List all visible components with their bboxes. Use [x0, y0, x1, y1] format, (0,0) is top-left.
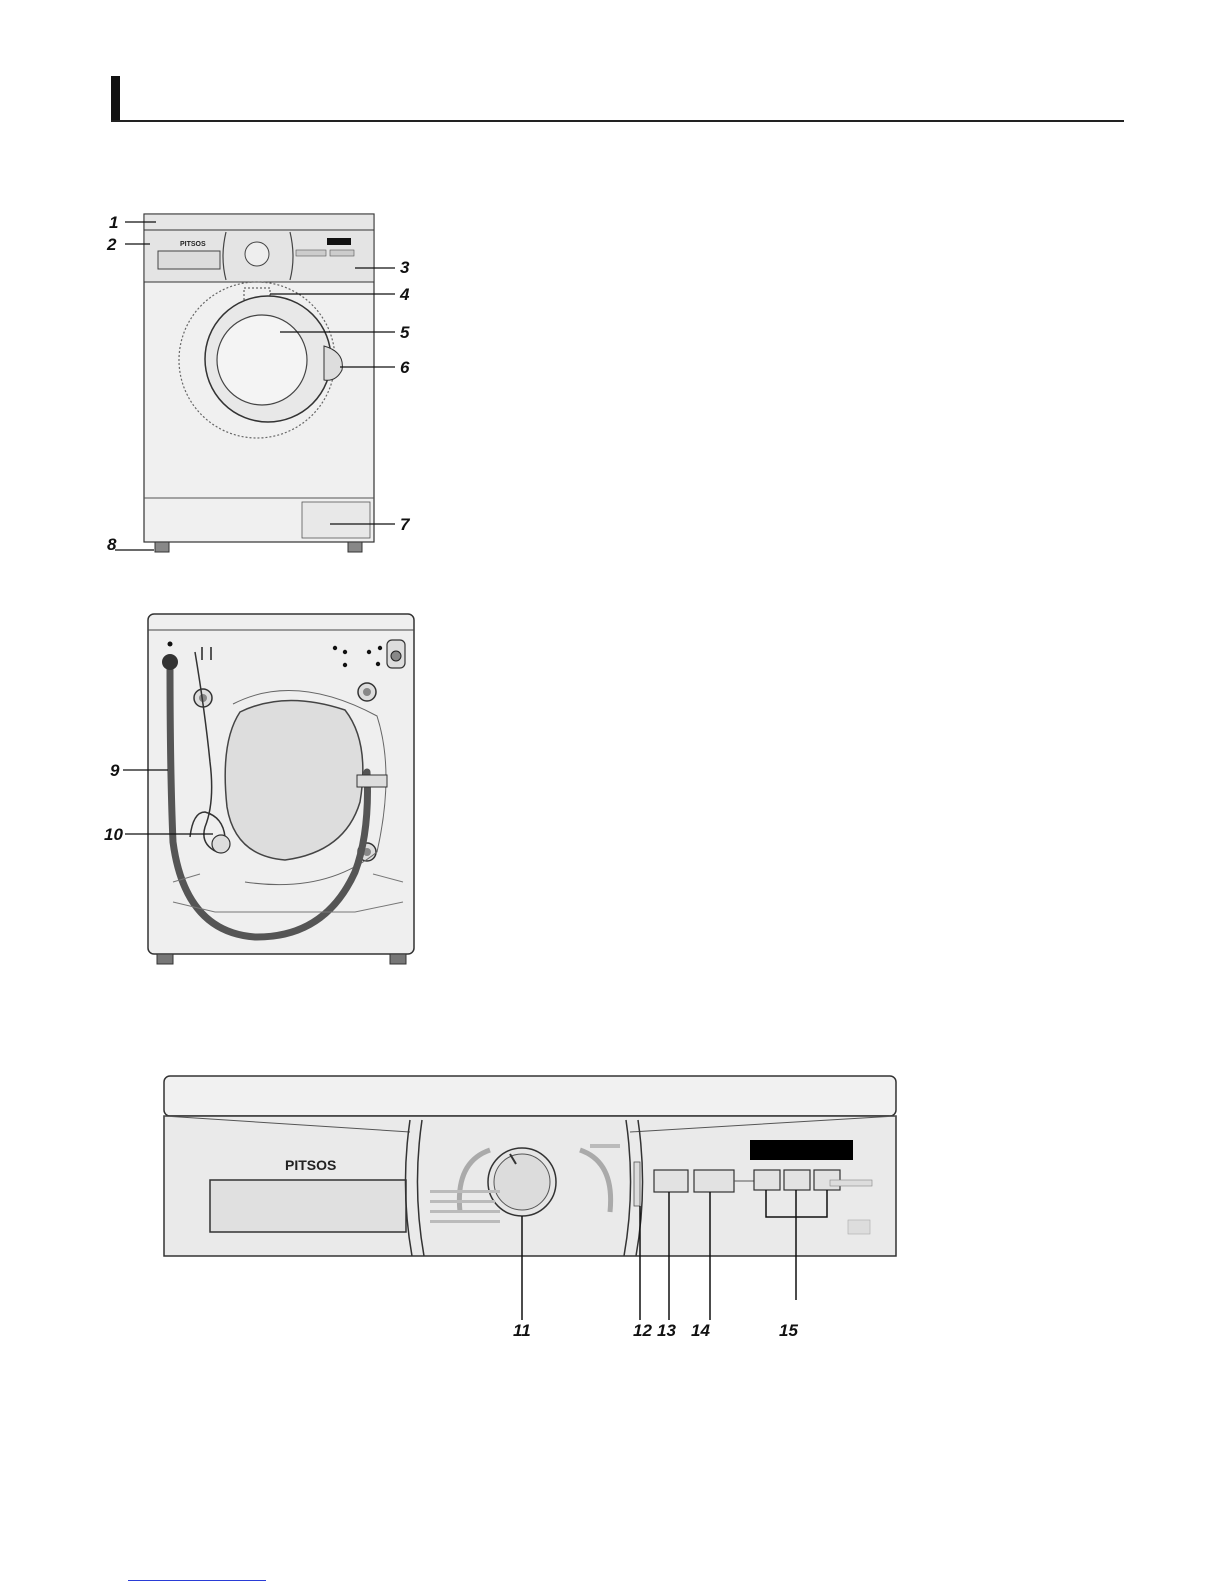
section-header-bar [111, 76, 120, 122]
front-foot-left [155, 542, 169, 552]
function-button-a [754, 1170, 780, 1190]
callout-8: 8 [107, 536, 116, 553]
option-button-14 [694, 1170, 734, 1192]
front-program-dial [245, 242, 269, 266]
callout-7: 7 [400, 516, 409, 533]
front-detergent-drawer [158, 251, 220, 269]
rear-foot-left [157, 954, 173, 964]
panel-brand-logo: PITSOS [285, 1157, 336, 1173]
option-button-13 [654, 1170, 688, 1192]
callout-1: 1 [109, 214, 118, 231]
front-brand-logo: PITSOS [180, 241, 206, 248]
front-kick-panel [302, 502, 370, 538]
callout-2: 2 [107, 236, 116, 253]
function-button-b [784, 1170, 810, 1190]
callout-5: 5 [400, 324, 409, 341]
panel-worktop [164, 1076, 896, 1116]
panel-detergent-drawer [210, 1180, 406, 1232]
front-worktop [144, 214, 374, 230]
front-view-illustration [140, 212, 380, 557]
callout-13: 13 [657, 1322, 676, 1339]
front-foot-right [348, 542, 362, 552]
callout-15: 15 [779, 1322, 798, 1339]
panel-display [750, 1140, 853, 1160]
callout-11: 11 [513, 1322, 531, 1339]
callout-12: 12 [633, 1322, 652, 1339]
control-panel-illustration [160, 1072, 900, 1342]
callout-9: 9 [110, 762, 119, 779]
callout-3: 3 [400, 259, 409, 276]
indicator-lights [634, 1162, 640, 1206]
footer-link-underline[interactable] [128, 1580, 266, 1581]
callout-6: 6 [400, 359, 409, 376]
callout-14: 14 [691, 1322, 710, 1339]
front-display [327, 238, 351, 245]
power-plug [212, 835, 230, 853]
rear-foot-right [390, 954, 406, 964]
callout-4: 4 [400, 286, 409, 303]
rear-view-illustration [145, 612, 420, 972]
front-door-glass [217, 315, 307, 405]
section-header-rule [111, 120, 1124, 122]
callout-10: 10 [104, 826, 123, 843]
